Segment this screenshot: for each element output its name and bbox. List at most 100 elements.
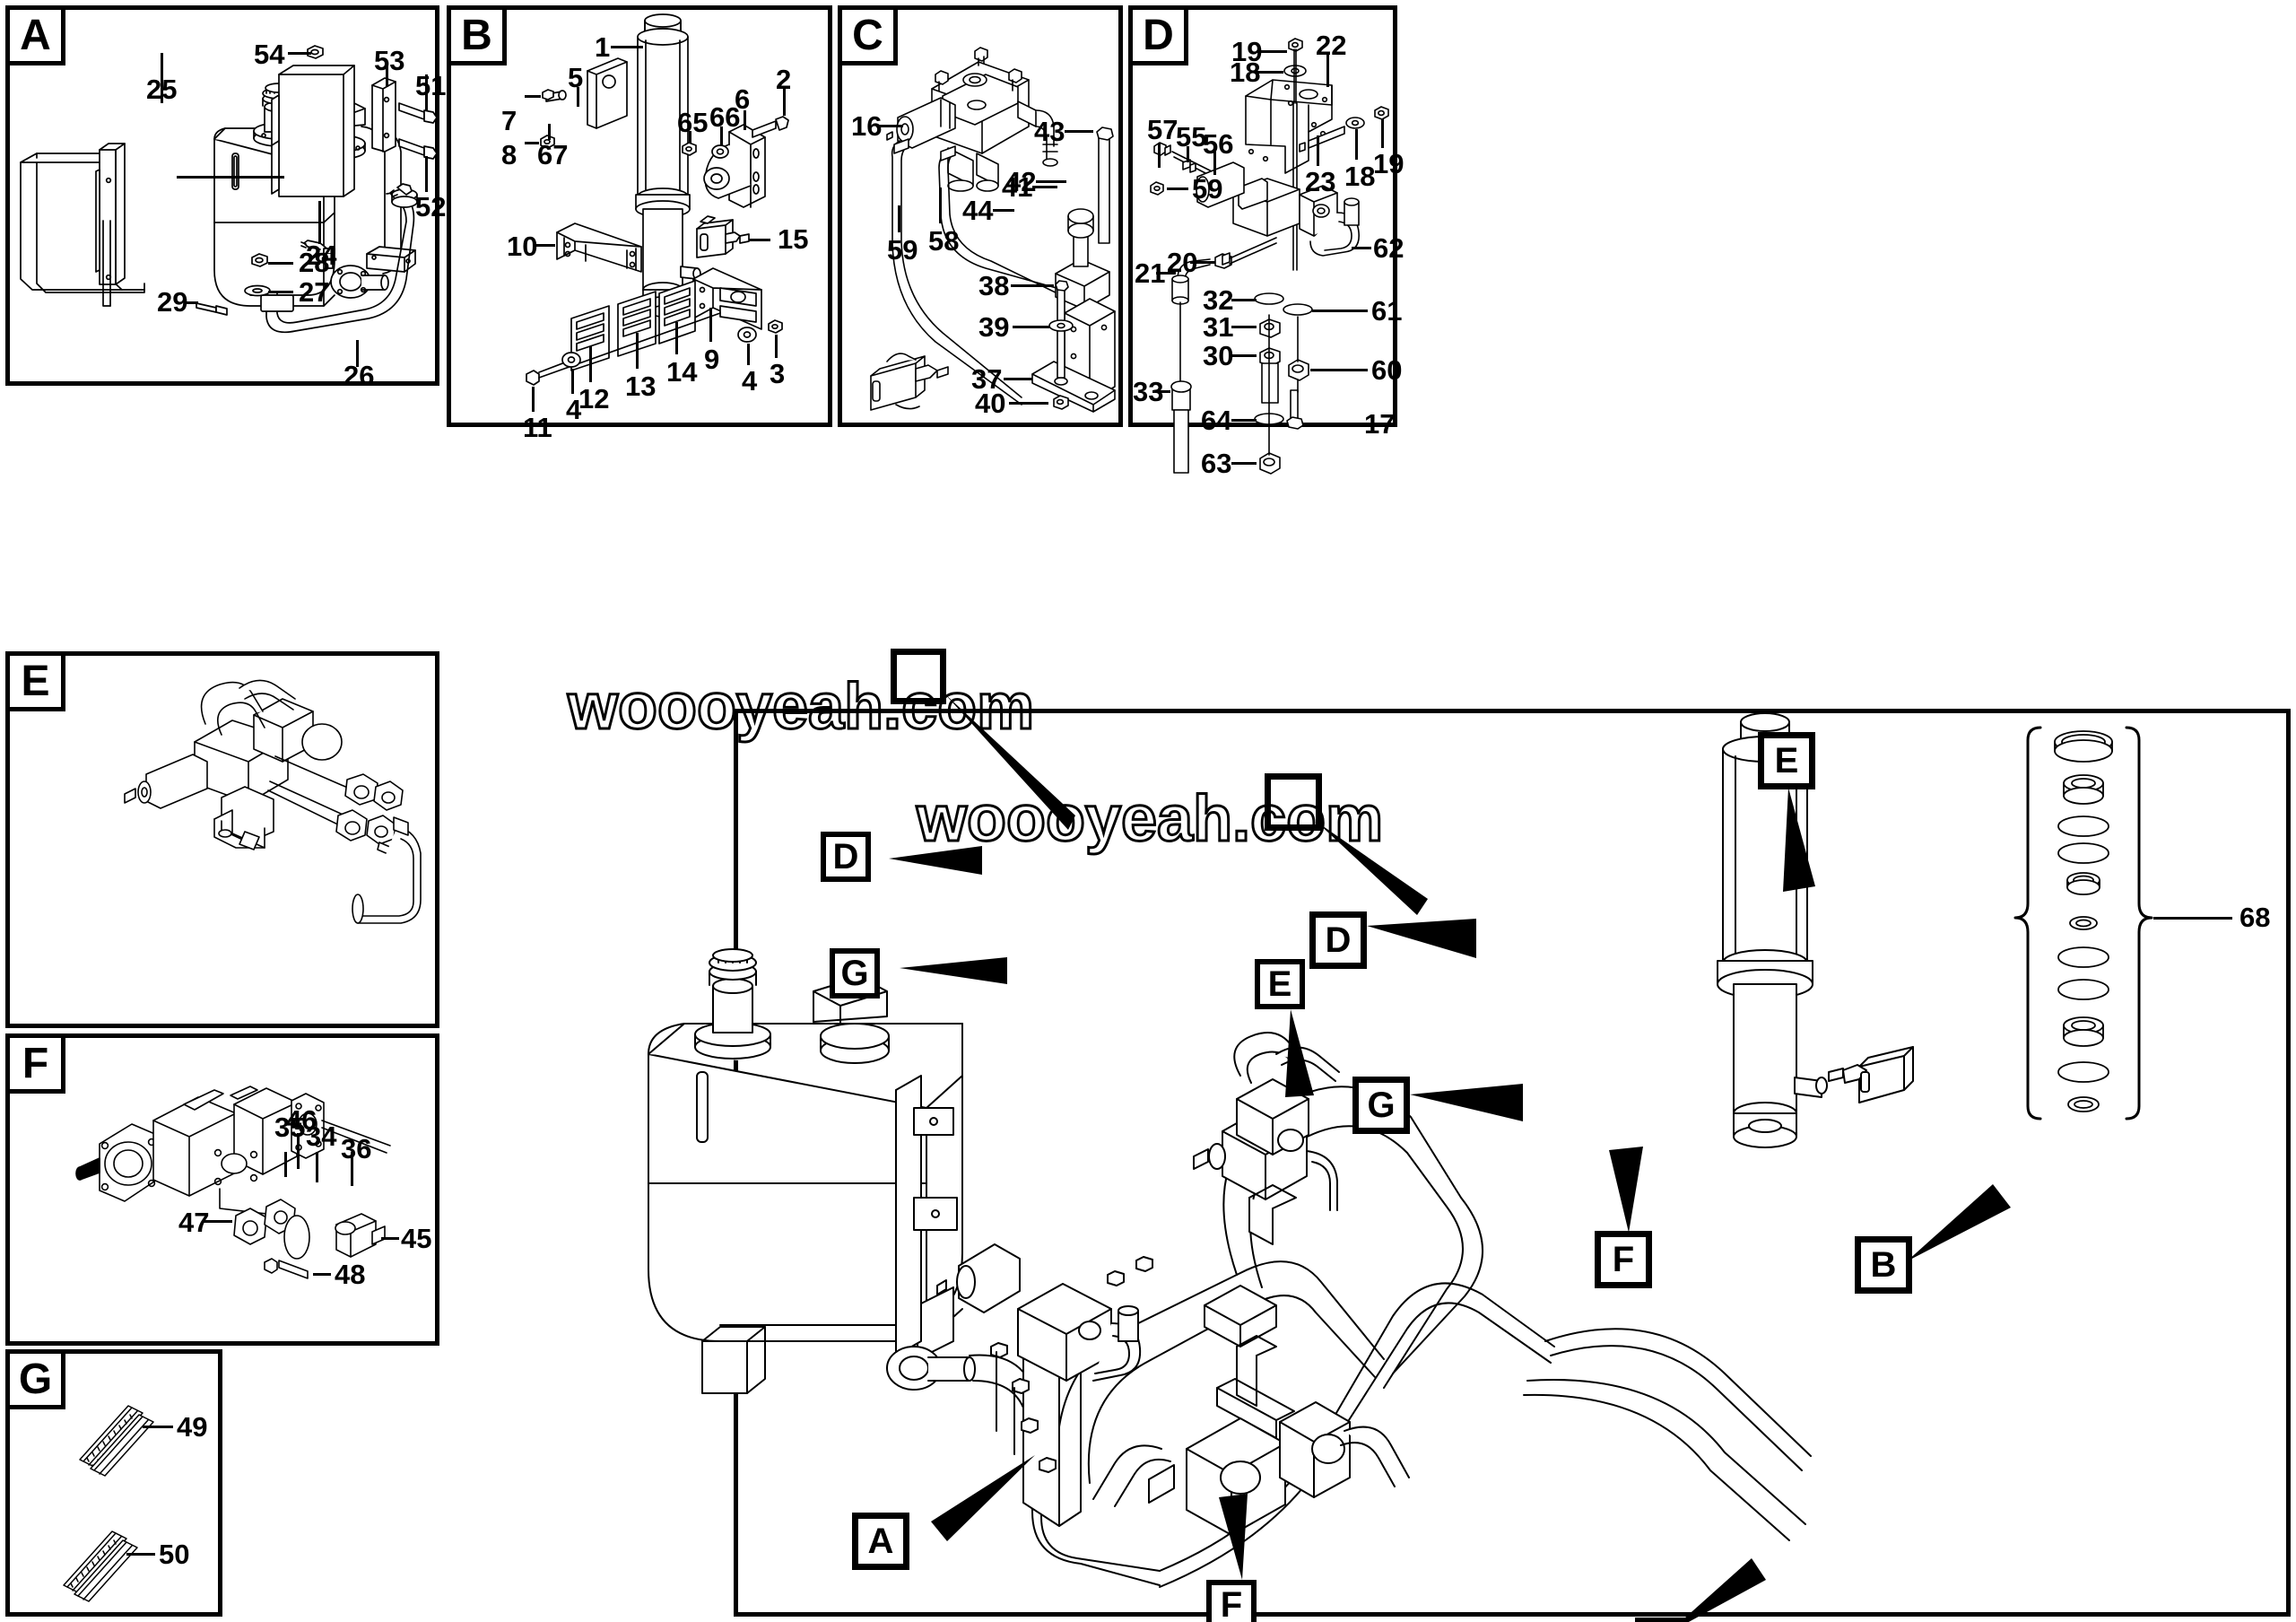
panel-e-tag: E	[10, 656, 65, 711]
ref-box-f-main[interactable]: F	[1595, 1231, 1652, 1288]
panel-e-valve-art	[10, 656, 444, 1033]
callout-d-55: 55	[1176, 121, 1207, 153]
ref-box-e[interactable]: E	[1255, 959, 1305, 1009]
ref-box-d-main[interactable]: D	[1309, 911, 1367, 969]
leader-d30	[1231, 354, 1257, 357]
leader-d18a	[1255, 71, 1283, 74]
callout-d-62: 62	[1373, 232, 1405, 264]
leader-d62	[1352, 247, 1371, 249]
callout-b-5: 5	[568, 62, 584, 93]
leader-b10	[535, 244, 555, 247]
ref-box-b[interactable]: B	[1635, 1618, 1685, 1622]
leader-e36	[351, 1152, 353, 1186]
watermark-overlay: woooyeah.com	[915, 782, 1384, 857]
leader-d17	[1303, 423, 1361, 425]
callout-a-24: 24	[306, 240, 337, 271]
callout-d-56: 56	[1203, 128, 1234, 160]
leader-c44	[993, 209, 1014, 212]
leader-a53	[386, 65, 388, 87]
callout-f-47: 47	[178, 1207, 210, 1238]
callout-d-20: 20	[1167, 247, 1198, 278]
callout-a-26: 26	[344, 360, 375, 391]
callout-d-33: 33	[1133, 376, 1164, 407]
leader-f46	[297, 1133, 300, 1169]
ref-box-b-main[interactable]: B	[1855, 1236, 1912, 1294]
callout-a-25: 25	[146, 74, 178, 105]
callout-b-12: 12	[578, 383, 610, 414]
leader-d18b	[1355, 129, 1358, 160]
leader-d59	[1167, 187, 1188, 190]
ref-box-f[interactable]: F	[1206, 1580, 1257, 1622]
ref-arrow-b-main	[1907, 1184, 2023, 1287]
callout-c-37: 37	[971, 363, 1003, 395]
leader-a52	[425, 156, 428, 192]
callout-d-17: 17	[1364, 408, 1396, 440]
leader-d60	[1310, 369, 1368, 371]
leader-b12	[589, 346, 592, 382]
callout-d-22: 22	[1316, 30, 1347, 61]
ref-box-d[interactable]: D	[821, 832, 871, 882]
panel-a-tank-art	[10, 10, 444, 390]
panel-d-tag: D	[1133, 10, 1188, 65]
leader-b65	[689, 131, 691, 144]
callout-a-54: 54	[254, 39, 285, 70]
callout-b-9: 9	[704, 344, 720, 375]
leader-c16	[876, 125, 903, 127]
leader-f48	[313, 1273, 331, 1276]
ref-arrow-e	[1264, 1009, 1335, 1121]
ref-box-g-main[interactable]: G	[1352, 1077, 1410, 1134]
ref-arrow-d2	[889, 826, 996, 911]
panel-d: D	[1128, 5, 1404, 477]
callout-d-23: 23	[1305, 166, 1336, 197]
ref-box-d-upper[interactable]: D	[891, 649, 946, 704]
leader-a25b	[177, 176, 284, 179]
callout-a-27: 27	[299, 276, 330, 308]
leader-c42	[1036, 180, 1066, 183]
panel-f-tag: F	[10, 1038, 65, 1094]
leader-b67	[548, 124, 551, 140]
leader-c59	[898, 205, 900, 232]
leader-c41	[1032, 186, 1057, 188]
callout-b-4a: 4	[566, 394, 582, 425]
callout-d-60: 60	[1371, 354, 1403, 386]
leader-b13	[636, 333, 639, 369]
leader-a26	[356, 340, 359, 367]
leader-b2	[783, 89, 786, 116]
ref-box-a-main[interactable]: A	[852, 1513, 909, 1570]
callout-c-38: 38	[978, 270, 1010, 301]
panel-f: F	[5, 1033, 439, 1346]
panel-g-tag: G	[10, 1354, 65, 1409]
leader-d32	[1231, 299, 1257, 301]
callout-e-34: 34	[306, 1121, 337, 1152]
leader-b14	[675, 322, 678, 354]
panel-a: A	[5, 5, 446, 391]
callout-b-1: 1	[595, 31, 611, 63]
leader-c38	[1011, 284, 1054, 287]
callout-c-43: 43	[1034, 116, 1065, 147]
leader-b1	[611, 46, 643, 48]
callout-d-19b: 19	[1373, 148, 1405, 179]
leader-d20	[1190, 261, 1215, 264]
leader-c40	[1009, 402, 1048, 405]
callout-b-13: 13	[625, 371, 657, 402]
ref-arrow-b	[1667, 1558, 1784, 1622]
callout-f-48: 48	[335, 1259, 366, 1290]
leader-d63	[1231, 462, 1257, 465]
leader-b7	[525, 95, 541, 98]
leader-b9	[709, 308, 712, 342]
ref-box-e-main[interactable]: E	[1758, 732, 1815, 789]
ref-box-g[interactable]: G	[830, 948, 880, 998]
callout-d-30: 30	[1203, 340, 1234, 371]
panel-a-tag: A	[10, 10, 65, 65]
callout-c-59: 59	[887, 234, 918, 266]
callout-d-63: 63	[1201, 448, 1232, 479]
ref-arrow-f-main	[1605, 1147, 1677, 1241]
callout-d-57: 57	[1147, 114, 1178, 145]
ref-box-d-watermark[interactable]: D	[1265, 773, 1322, 831]
callout-g-49: 49	[177, 1411, 208, 1443]
watermark-text: woooyeah.com	[566, 670, 1035, 745]
callout-f-45: 45	[401, 1223, 432, 1254]
leader-b4b	[747, 344, 750, 365]
panel-d-fittings-art	[1133, 10, 1402, 475]
callout-a-28: 28	[299, 247, 330, 278]
